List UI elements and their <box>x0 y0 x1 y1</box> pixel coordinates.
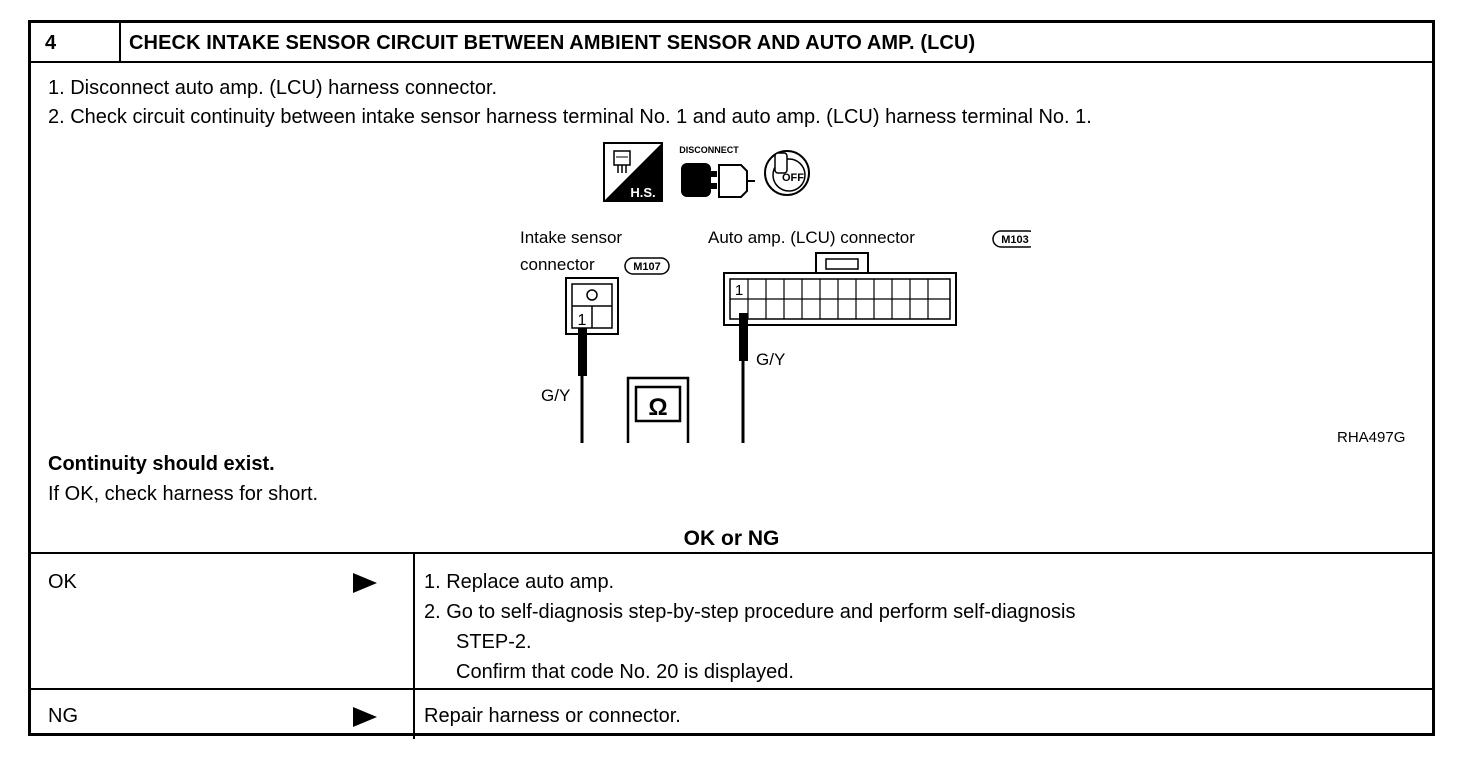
intake-terminal-number: 1 <box>578 312 587 329</box>
wire-left <box>580 376 584 443</box>
arrow-right-icon <box>353 573 377 593</box>
intake-sensor-connector: 1 <box>565 277 619 335</box>
ignition-key-off-icon: OFF <box>764 150 810 196</box>
wire-left-label: G/Y <box>541 386 570 405</box>
disconnect-label: DISCONNECT <box>679 145 739 155</box>
continuity-test-diagram: H.S. DISCONNECT OFF Intake sensor connec… <box>520 142 1031 443</box>
wire-right-label: G/Y <box>756 350 785 369</box>
harness-side-icon: H.S. <box>603 142 663 202</box>
ok-action-2-confirm: Confirm that code No. 20 is displayed. <box>456 661 794 683</box>
probe-left <box>578 328 587 376</box>
auto-amp-connector: 1 <box>723 252 957 326</box>
header-bottom-rule <box>31 61 1432 63</box>
results-top-rule <box>31 552 1432 554</box>
amp-terminal-number: 1 <box>735 282 743 299</box>
results-divider <box>413 552 415 739</box>
criteria-note: If OK, check harness for short. <box>48 483 319 505</box>
ok-action-2-step: STEP-2. <box>456 631 532 653</box>
instruction-2: 2. Check circuit continuity between inta… <box>48 106 1092 128</box>
ohm-symbol: Ω <box>648 394 667 421</box>
figure-code: RHA497G <box>1337 429 1406 446</box>
disconnect-connector-icon: DISCONNECT <box>679 145 755 198</box>
intake-connector-label-1: Intake sensor <box>520 228 622 247</box>
ng-action: Repair harness or connector. <box>424 705 681 727</box>
ok-action-2: 2. Go to self-diagnosis step-by-step pro… <box>424 601 1076 623</box>
key-off-label: OFF <box>782 172 804 184</box>
result-key-ok: OK <box>48 571 77 593</box>
procedure-table: 4 CHECK INTAKE SENSOR CIRCUIT BETWEEN AM… <box>28 20 1435 739</box>
step-number: 4 <box>45 32 57 54</box>
intake-connector-id: M107 <box>633 261 661 273</box>
arrow-right-icon <box>353 707 377 727</box>
header-divider <box>119 23 121 62</box>
step-title: CHECK INTAKE SENSOR CIRCUIT BETWEEN AMBI… <box>129 32 976 54</box>
instruction-1: 1. Disconnect auto amp. (LCU) harness co… <box>48 77 498 99</box>
amp-connector-label: Auto amp. (LCU) connector <box>708 228 915 247</box>
criteria-text: Continuity should exist. <box>48 453 275 475</box>
ok-action-1: 1. Replace auto amp. <box>424 571 615 593</box>
hs-label: H.S. <box>630 185 655 200</box>
wire-right <box>741 361 745 443</box>
intake-connector-label-2: connector <box>520 255 595 274</box>
ohmmeter: Ω <box>626 376 690 443</box>
results-mid-rule <box>31 688 1432 690</box>
probe-right <box>739 313 748 361</box>
amp-connector-id: M103 <box>1001 234 1029 246</box>
result-key-ng: NG <box>48 705 78 727</box>
decision-label: OK or NG <box>683 527 780 550</box>
